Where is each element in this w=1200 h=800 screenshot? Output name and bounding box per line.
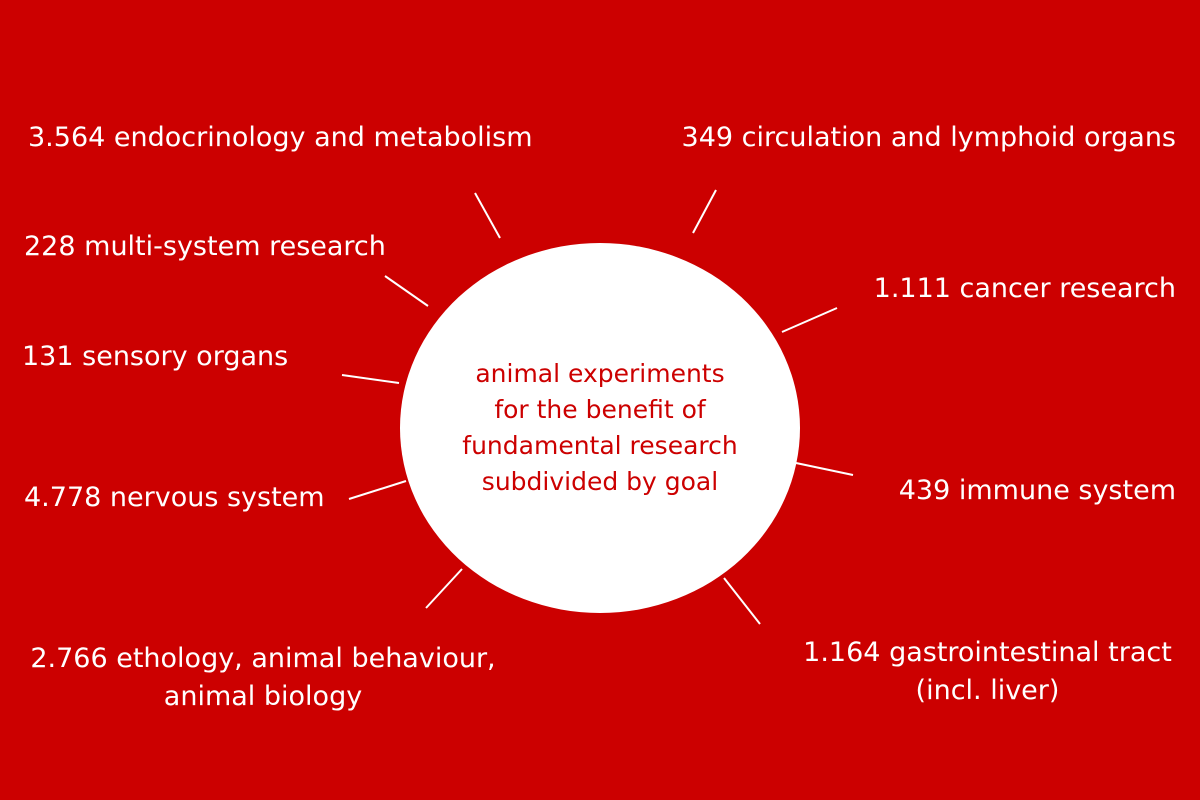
- item-endocrinology: 3.564 endocrinology and metabolism: [28, 119, 533, 157]
- item-value: 228: [24, 231, 76, 262]
- item-cancer: 1.111 cancer research: [874, 270, 1176, 308]
- item-ethology: 2.766 ethology, animal behaviour, animal…: [28, 640, 498, 716]
- item-value: 1.164: [803, 637, 881, 668]
- item-label: multi-system research: [84, 231, 386, 262]
- center-line: subdivided by goal: [481, 467, 719, 496]
- item-value: 439: [898, 475, 951, 506]
- item-label-line-2: (incl. liver): [915, 675, 1060, 706]
- item-label: immune system: [958, 475, 1176, 506]
- item-value: 349: [681, 122, 734, 153]
- connector-circulation: [692, 189, 717, 234]
- item-label: endocrinology and metabolism: [113, 122, 533, 153]
- item-value: 2.766: [30, 643, 108, 674]
- center-line: animal experiments: [475, 359, 725, 388]
- item-label: sensory organs: [82, 341, 289, 372]
- connector-cancer: [781, 307, 838, 333]
- item-sensory: 131 sensory organs: [22, 338, 288, 376]
- connector-immune: [795, 462, 854, 476]
- connector-multi-system: [384, 275, 429, 307]
- center-circle: animal experiments for the benefit of fu…: [400, 243, 800, 613]
- center-line: for the benefit of: [494, 395, 706, 424]
- item-value: 1.111: [873, 273, 951, 304]
- item-immune: 439 immune system: [899, 472, 1176, 510]
- connector-sensory: [341, 374, 400, 384]
- item-value: 4.778: [24, 482, 102, 513]
- connector-nervous: [348, 480, 407, 500]
- item-nervous: 4.778 nervous system: [24, 479, 325, 517]
- item-line-1: 1.164 gastrointestinal tract: [790, 634, 1185, 672]
- item-circulation: 349 circulation and lymphoid organs: [682, 119, 1176, 157]
- item-label: gastrointestinal tract: [889, 637, 1172, 668]
- item-label: ethology, animal behaviour,: [116, 643, 496, 674]
- item-label: nervous system: [109, 482, 325, 513]
- item-multi-system: 228 multi-system research: [24, 228, 386, 266]
- center-line: fundamental research: [462, 431, 738, 460]
- item-gastrointestinal: 1.164 gastrointestinal tract (incl. live…: [790, 634, 1185, 710]
- item-label: circulation and lymphoid organs: [741, 122, 1176, 153]
- item-value: 3.564: [28, 122, 106, 153]
- connector-endocrinology: [474, 192, 501, 239]
- center-title: animal experiments for the benefit of fu…: [462, 356, 737, 500]
- item-line-1: 2.766 ethology, animal behaviour,: [28, 640, 498, 678]
- connector-gastrointestinal: [723, 577, 761, 625]
- item-value: 131: [22, 341, 74, 372]
- item-label-line-2: animal biology: [163, 681, 363, 712]
- item-label: cancer research: [959, 273, 1176, 304]
- connector-ethology: [425, 568, 463, 609]
